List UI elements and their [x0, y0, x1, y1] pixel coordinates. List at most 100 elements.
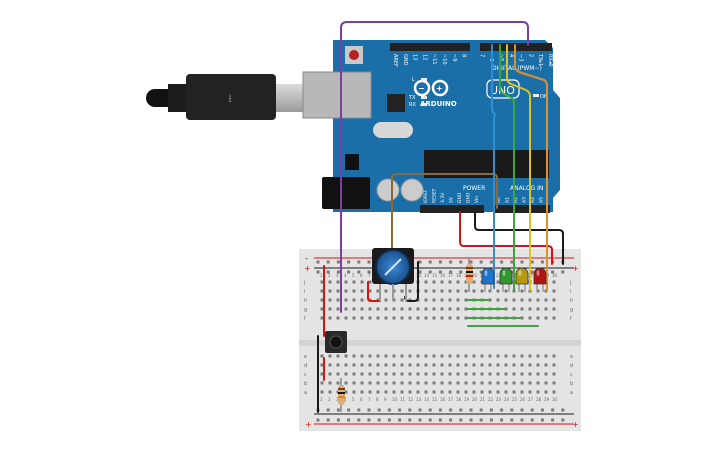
rail-hole[interactable]: [357, 260, 361, 264]
breadboard-hole[interactable]: [536, 363, 540, 367]
breadboard-hole[interactable]: [424, 280, 428, 284]
rail-hole[interactable]: [469, 260, 473, 264]
breadboard-hole[interactable]: [344, 280, 348, 284]
breadboard-hole[interactable]: [496, 298, 500, 302]
breadboard-hole[interactable]: [360, 390, 364, 394]
rail-hole[interactable]: [500, 408, 504, 412]
breadboard-hole[interactable]: [456, 298, 460, 302]
rail-hole[interactable]: [336, 260, 340, 264]
rail-hole[interactable]: [438, 418, 442, 422]
breadboard-hole[interactable]: [464, 354, 468, 358]
rail-hole[interactable]: [316, 260, 320, 264]
breadboard-hole[interactable]: [488, 363, 492, 367]
breadboard-hole[interactable]: [496, 390, 500, 394]
breadboard-hole[interactable]: [536, 289, 540, 293]
breadboard-hole[interactable]: [520, 390, 524, 394]
breadboard-hole[interactable]: [408, 307, 412, 311]
breadboard-hole[interactable]: [504, 381, 508, 385]
breadboard-hole[interactable]: [440, 316, 444, 320]
breadboard-hole[interactable]: [392, 363, 396, 367]
breadboard-hole[interactable]: [400, 390, 404, 394]
breadboard-hole[interactable]: [520, 307, 524, 311]
breadboard-hole[interactable]: [320, 363, 324, 367]
breadboard-hole[interactable]: [440, 390, 444, 394]
rail-hole[interactable]: [520, 408, 524, 412]
breadboard-hole[interactable]: [432, 316, 436, 320]
breadboard-hole[interactable]: [328, 372, 332, 376]
breadboard-hole[interactable]: [472, 280, 476, 284]
breadboard-hole[interactable]: [440, 354, 444, 358]
breadboard-hole[interactable]: [384, 390, 388, 394]
breadboard-hole[interactable]: [440, 372, 444, 376]
breadboard-hole[interactable]: [488, 354, 492, 358]
breadboard-hole[interactable]: [424, 289, 428, 293]
breadboard-hole[interactable]: [440, 289, 444, 293]
breadboard-hole[interactable]: [520, 381, 524, 385]
breadboard-hole[interactable]: [408, 381, 412, 385]
breadboard-hole[interactable]: [432, 289, 436, 293]
breadboard-hole[interactable]: [352, 363, 356, 367]
rail-hole[interactable]: [367, 408, 371, 412]
breadboard-hole[interactable]: [464, 316, 468, 320]
breadboard-hole[interactable]: [496, 289, 500, 293]
rail-hole[interactable]: [551, 270, 555, 274]
breadboard-hole[interactable]: [432, 280, 436, 284]
rail-hole[interactable]: [347, 408, 351, 412]
breadboard-hole[interactable]: [504, 289, 508, 293]
rail-hole[interactable]: [500, 260, 504, 264]
breadboard-hole[interactable]: [360, 381, 364, 385]
potentiometer-icon[interactable]: [372, 248, 414, 301]
breadboard-hole[interactable]: [360, 280, 364, 284]
breadboard-hole[interactable]: [328, 289, 332, 293]
breadboard-hole[interactable]: [344, 372, 348, 376]
rail-hole[interactable]: [347, 270, 351, 274]
rail-hole[interactable]: [428, 270, 432, 274]
breadboard-hole[interactable]: [360, 289, 364, 293]
breadboard-hole[interactable]: [528, 316, 532, 320]
breadboard-hole[interactable]: [472, 354, 476, 358]
breadboard-hole[interactable]: [456, 280, 460, 284]
breadboard-hole[interactable]: [360, 354, 364, 358]
breadboard-hole[interactable]: [400, 372, 404, 376]
breadboard-hole[interactable]: [352, 390, 356, 394]
rail-hole[interactable]: [367, 260, 371, 264]
breadboard-hole[interactable]: [352, 307, 356, 311]
rail-hole[interactable]: [387, 408, 391, 412]
breadboard-hole[interactable]: [424, 316, 428, 320]
breadboard-hole[interactable]: [376, 289, 380, 293]
breadboard-hole[interactable]: [472, 390, 476, 394]
breadboard-hole[interactable]: [424, 372, 428, 376]
rail-hole[interactable]: [377, 418, 381, 422]
rail-hole[interactable]: [540, 260, 544, 264]
breadboard-hole[interactable]: [368, 381, 372, 385]
breadboard-hole[interactable]: [504, 372, 508, 376]
breadboard-hole[interactable]: [368, 390, 372, 394]
breadboard-hole[interactable]: [464, 363, 468, 367]
breadboard-hole[interactable]: [320, 289, 324, 293]
breadboard-hole[interactable]: [328, 307, 332, 311]
breadboard-hole[interactable]: [432, 298, 436, 302]
breadboard-hole[interactable]: [416, 307, 420, 311]
breadboard-hole[interactable]: [456, 363, 460, 367]
rail-hole[interactable]: [540, 408, 544, 412]
breadboard-hole[interactable]: [360, 316, 364, 320]
rail-hole[interactable]: [510, 408, 514, 412]
breadboard-hole[interactable]: [360, 372, 364, 376]
breadboard-hole[interactable]: [376, 307, 380, 311]
rail-hole[interactable]: [428, 408, 432, 412]
breadboard-hole[interactable]: [416, 363, 420, 367]
breadboard-hole[interactable]: [528, 307, 532, 311]
breadboard-hole[interactable]: [552, 381, 556, 385]
breadboard-hole[interactable]: [400, 381, 404, 385]
breadboard-hole[interactable]: [456, 289, 460, 293]
breadboard-hole[interactable]: [464, 280, 468, 284]
rail-hole[interactable]: [489, 408, 493, 412]
breadboard-hole[interactable]: [488, 289, 492, 293]
breadboard-hole[interactable]: [408, 390, 412, 394]
breadboard-hole[interactable]: [552, 307, 556, 311]
rail-hole[interactable]: [449, 418, 453, 422]
rail-hole[interactable]: [449, 408, 453, 412]
rail-hole[interactable]: [489, 418, 493, 422]
rail-hole[interactable]: [561, 270, 565, 274]
breadboard-hole[interactable]: [464, 372, 468, 376]
